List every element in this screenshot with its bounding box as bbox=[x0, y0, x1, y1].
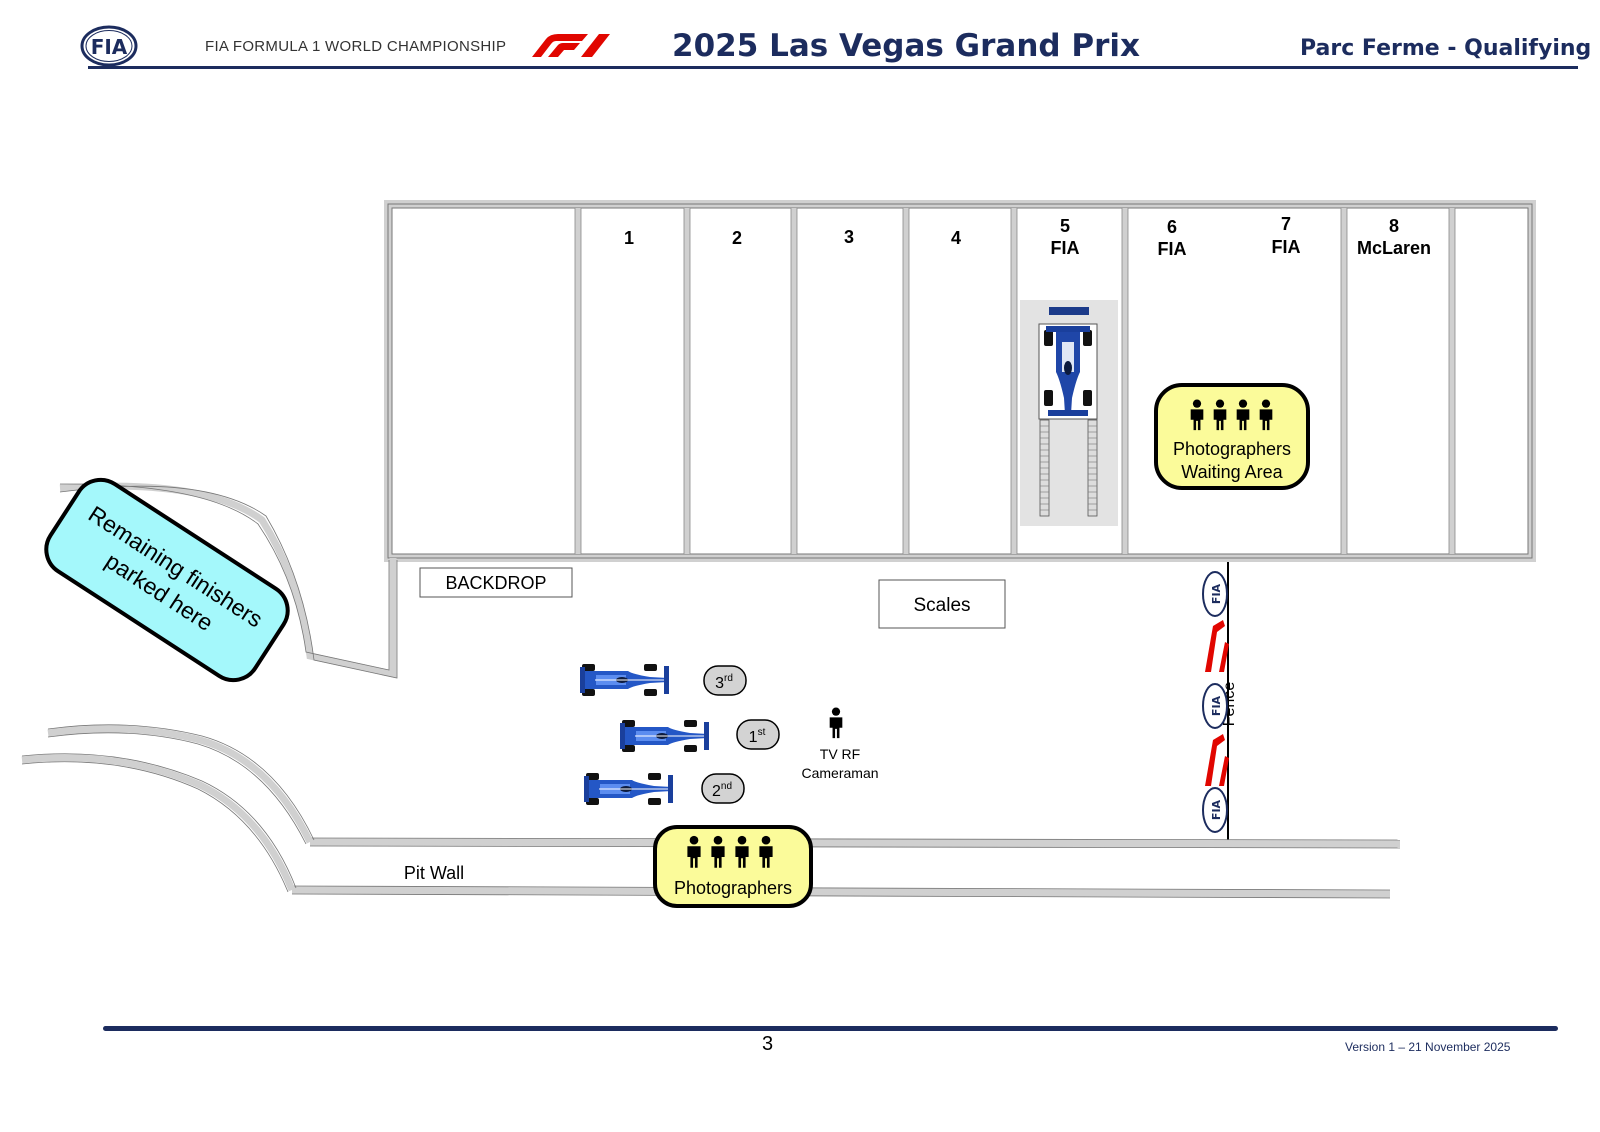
svg-text:2nd: 2nd bbox=[712, 781, 732, 800]
footer-divider bbox=[103, 1026, 1558, 1031]
scales: Scales bbox=[878, 579, 1006, 629]
position-marker-1st: 1st bbox=[736, 719, 780, 750]
podium-car-3rd bbox=[579, 663, 670, 697]
pit-wall: Pit Wall bbox=[21, 724, 1401, 899]
version-label: Version 1 – 21 November 2025 bbox=[1345, 1040, 1511, 1054]
photographers-label: Photographers bbox=[674, 878, 792, 898]
bay-number-labels: 1 2 3 4 5 FIA 6 FIA 7 FIA 8 McLaren bbox=[624, 214, 1431, 259]
svg-text:FIA: FIA bbox=[1210, 799, 1223, 820]
waiting-area-line2: Waiting Area bbox=[1181, 462, 1283, 482]
page-number: 3 bbox=[762, 1033, 774, 1055]
backdrop-label: BACKDROP bbox=[445, 573, 546, 593]
header-divider bbox=[88, 66, 1578, 69]
podium-car-1st bbox=[619, 719, 710, 753]
fence-f1-banner-1 bbox=[1205, 620, 1229, 672]
tv-rf-line1: TV RF bbox=[820, 746, 860, 762]
fia-logo: FIA bbox=[80, 25, 138, 67]
bay-4-number: 4 bbox=[951, 228, 961, 248]
podium-car-2nd bbox=[583, 772, 674, 806]
svg-text:3rd: 3rd bbox=[715, 673, 733, 692]
bay-2-number: 2 bbox=[732, 228, 742, 248]
svg-text:FIA: FIA bbox=[1210, 695, 1223, 716]
tv-rf-line2: Cameraman bbox=[801, 765, 878, 781]
page-subtitle: Parc Ferme - Qualifying bbox=[1300, 36, 1592, 61]
position-2-number: 2 bbox=[712, 783, 721, 800]
fence-fia-banner-1: FIA bbox=[1202, 571, 1228, 617]
f1-logo bbox=[532, 34, 610, 57]
pit-wall-label: Pit Wall bbox=[404, 863, 464, 883]
position-marker-3rd: 3rd bbox=[703, 665, 747, 696]
svg-text:FIA: FIA bbox=[1210, 583, 1223, 604]
position-1-suffix: st bbox=[758, 727, 766, 738]
bay-7-number: 7 bbox=[1281, 214, 1291, 234]
fia-inspection-car bbox=[1020, 300, 1118, 526]
fia-logo-text: FIA bbox=[91, 35, 128, 59]
bay-6-team: FIA bbox=[1158, 239, 1187, 259]
position-2-suffix: nd bbox=[721, 781, 732, 792]
waiting-area-line1: Photographers bbox=[1173, 439, 1291, 459]
position-marker-2nd: 2nd bbox=[701, 773, 745, 804]
position-3-suffix: rd bbox=[724, 673, 733, 684]
bay-8-team: McLaren bbox=[1357, 238, 1431, 258]
scales-label: Scales bbox=[913, 595, 970, 616]
bay-6-number: 6 bbox=[1167, 217, 1177, 237]
entry-wall bbox=[59, 482, 397, 679]
bay-1-number: 1 bbox=[624, 228, 634, 248]
bay-7-team: FIA bbox=[1272, 237, 1301, 257]
championship-label: FIA FORMULA 1 WORLD CHAMPIONSHIP bbox=[205, 38, 507, 55]
fence: Fence FIA FIA FIA bbox=[1202, 562, 1238, 847]
position-3-number: 3 bbox=[715, 675, 724, 692]
fence-f1-banner-2 bbox=[1205, 734, 1229, 786]
position-1-number: 1 bbox=[749, 729, 758, 746]
bay-3-number: 3 bbox=[844, 227, 854, 247]
tv-rf-cameraman: TV RF Cameraman bbox=[801, 707, 879, 781]
svg-text:1st: 1st bbox=[749, 727, 766, 746]
bay-5-number: 5 bbox=[1060, 216, 1070, 236]
remaining-finishers-area: Remaining finishers parked here bbox=[44, 477, 290, 683]
photographers-waiting-area: Photographers Waiting Area bbox=[1154, 383, 1310, 490]
bay-8-number: 8 bbox=[1389, 216, 1399, 236]
page-title: 2025 Las Vegas Grand Prix bbox=[672, 28, 1140, 64]
bay-dividers bbox=[575, 208, 1455, 554]
photographers-area: Photographers bbox=[653, 825, 813, 908]
bay-5-team: FIA bbox=[1051, 238, 1080, 258]
backdrop: BACKDROP bbox=[419, 567, 573, 598]
fence-fia-banner-3: FIA bbox=[1202, 787, 1228, 833]
fence-fia-banner-2: FIA bbox=[1202, 683, 1228, 729]
